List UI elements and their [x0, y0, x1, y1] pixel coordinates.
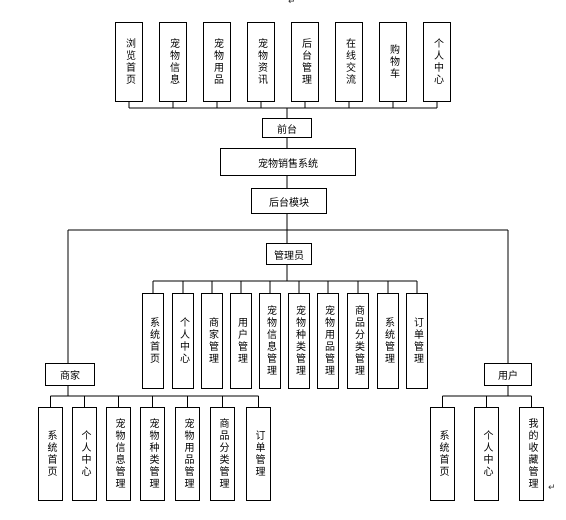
merchant-module-7-label: 订单管理 [253, 430, 264, 478]
front-module-2: 宠物信息 [159, 22, 187, 102]
front-box: 前台 [262, 118, 312, 138]
front-module-7: 购物车 [379, 22, 407, 102]
admin-module-9-label: 系统管理 [382, 317, 394, 365]
front-module-8-label: 个人中心 [431, 38, 443, 86]
admin-module-8-label: 商品分类管理 [352, 305, 364, 377]
front-module-6: 在线交流 [335, 22, 363, 102]
user-module-3-label: 我的收藏管理 [526, 418, 537, 490]
admin-module-2: 个人中心 [172, 293, 194, 389]
user-module-3: 我的收藏管理 [519, 407, 544, 501]
merchant-module-4-label: 宠物种类管理 [147, 418, 158, 490]
merchant-module-1-label: 系统首页 [45, 430, 56, 478]
merchant-module-7: 订单管理 [246, 407, 271, 501]
front-module-2-label: 宠物信息 [167, 38, 179, 86]
front-module-4-label: 宠物资讯 [255, 38, 267, 86]
front-box-label: 前台 [277, 124, 297, 136]
front-module-1-label: 浏览首页 [123, 38, 135, 86]
user-module-2: 个人中心 [474, 407, 499, 501]
admin-module-2-label: 个人中心 [177, 317, 189, 365]
merchant-module-5: 宠物用品管理 [175, 407, 200, 501]
user-module-1: 系统首页 [430, 407, 455, 501]
admin-module-1-label: 系统首页 [147, 317, 159, 365]
return-mark-bottom: ↵ [548, 483, 556, 493]
merchant-module-6-label: 商品分类管理 [217, 418, 228, 490]
return-mark-top: ↵ [288, 0, 296, 7]
admin-module-9: 系统管理 [377, 293, 399, 389]
user-module-2-label: 个人中心 [481, 430, 492, 478]
merchant-module-4: 宠物种类管理 [140, 407, 165, 501]
merchant-module-5-label: 宠物用品管理 [182, 418, 193, 490]
merchant-box: 商家 [45, 363, 95, 386]
admin-box-label: 管理员 [274, 250, 304, 262]
front-module-5-label: 后台管理 [299, 38, 311, 86]
front-module-1: 浏览首页 [115, 22, 143, 102]
admin-module-6-label: 宠物种类管理 [293, 305, 305, 377]
admin-module-10: 订单管理 [406, 293, 428, 389]
admin-module-6: 宠物种类管理 [288, 293, 310, 389]
merchant-module-2: 个人中心 [72, 407, 97, 501]
front-module-5: 后台管理 [291, 22, 319, 102]
admin-module-10-label: 订单管理 [411, 317, 423, 365]
user-module-1-label: 系统首页 [437, 430, 448, 478]
front-module-8: 个人中心 [423, 22, 451, 102]
admin-module-7: 宠物用品管理 [317, 293, 339, 389]
admin-module-7-label: 宠物用品管理 [322, 305, 334, 377]
system-box-label: 宠物销售系统 [258, 158, 318, 170]
backend-box: 后台模块 [251, 188, 327, 214]
front-module-3: 宠物用品 [203, 22, 231, 102]
admin-module-5: 宠物信息管理 [259, 293, 281, 389]
admin-box: 管理员 [266, 243, 312, 265]
merchant-module-3: 宠物信息管理 [106, 407, 131, 501]
merchant-module-2-label: 个人中心 [79, 430, 90, 478]
merchant-box-label: 商家 [60, 371, 80, 382]
admin-module-1: 系统首页 [142, 293, 164, 389]
front-module-3-label: 宠物用品 [211, 38, 223, 86]
admin-module-4-label: 用户管理 [235, 317, 247, 365]
admin-module-5-label: 宠物信息管理 [264, 305, 276, 377]
user-box-label: 用户 [498, 371, 518, 382]
merchant-module-3-label: 宠物信息管理 [113, 418, 124, 490]
front-module-7-label: 购物车 [387, 44, 399, 80]
system-box: 宠物销售系统 [220, 148, 356, 176]
admin-module-3-label: 商家管理 [206, 317, 218, 365]
merchant-module-1: 系统首页 [38, 407, 63, 501]
admin-module-4: 用户管理 [230, 293, 252, 389]
admin-module-8: 商品分类管理 [347, 293, 369, 389]
user-box: 用户 [484, 363, 532, 386]
front-module-4: 宠物资讯 [247, 22, 275, 102]
front-module-6-label: 在线交流 [343, 38, 355, 86]
backend-box-label: 后台模块 [269, 197, 309, 209]
merchant-module-6: 商品分类管理 [210, 407, 235, 501]
connector-lines [50, 102, 532, 407]
admin-module-3: 商家管理 [201, 293, 223, 389]
